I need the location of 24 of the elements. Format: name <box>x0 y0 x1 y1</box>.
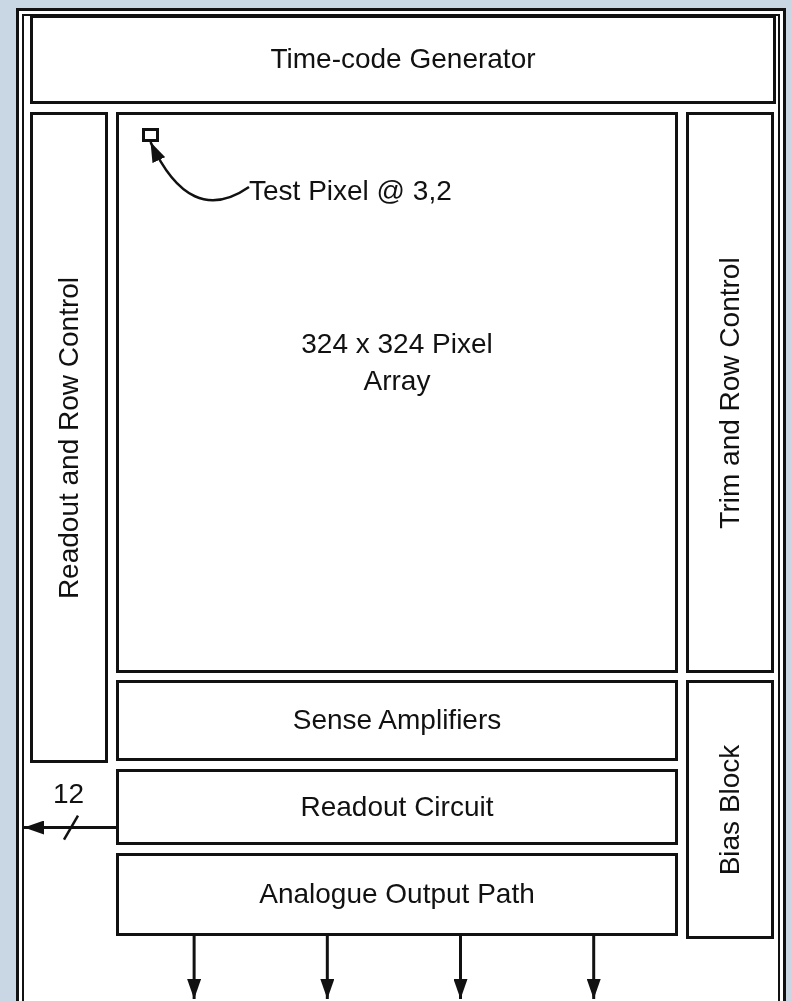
arrow <box>24 820 116 835</box>
block-label: Readout and Row Control <box>53 276 85 599</box>
arrow <box>187 936 202 999</box>
callout-text: Test Pixel @ 3,2 <box>249 173 452 208</box>
circuit-block <box>116 680 678 761</box>
arrow <box>453 936 468 999</box>
block-label: Readout Circuit <box>300 789 494 824</box>
block-label: Time-code Generator <box>270 42 536 77</box>
block-label: Trim and Row Control <box>714 256 746 529</box>
leader-arrow <box>149 141 250 202</box>
circuit-block <box>686 112 774 673</box>
circuit-block <box>116 769 678 845</box>
circuit-block <box>116 112 678 673</box>
arrow <box>320 936 335 999</box>
circuit-block <box>686 680 774 939</box>
circuit-block <box>116 853 678 936</box>
circuit-block <box>30 15 776 104</box>
block-label: Sense Amplifiers <box>292 703 502 738</box>
block-label: 324 x 324 Pixel Array <box>300 327 494 398</box>
pixel-square <box>142 128 159 142</box>
circuit-block <box>30 112 108 763</box>
block-label: Analogue Output Path <box>259 877 535 912</box>
arrow <box>586 936 601 999</box>
block-label: Bias Block <box>714 744 746 875</box>
